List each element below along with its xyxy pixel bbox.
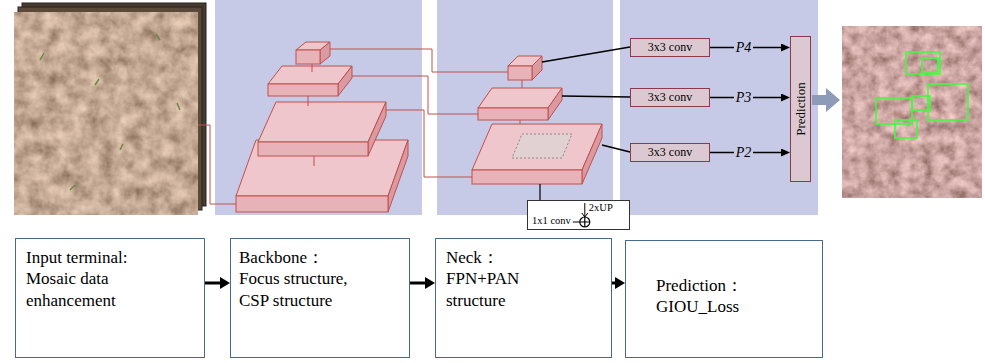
upsample-region	[512, 134, 572, 158]
node-text: 3x3 conv	[648, 91, 692, 104]
slab-front	[472, 170, 582, 184]
sprout-marks	[40, 34, 180, 190]
feature-label: P4	[734, 40, 754, 55]
backbone-pyramid	[236, 42, 408, 212]
node-text: 3x3 conv	[648, 41, 692, 54]
slab-side	[388, 140, 408, 212]
feed-line	[198, 125, 236, 204]
node-text: GIOU_Loss	[656, 296, 802, 317]
merge-arrow	[573, 222, 580, 223]
slab-side	[582, 124, 602, 184]
node-text: 1x1 conv	[532, 215, 571, 227]
detection-boxes	[876, 52, 968, 138]
node-text: Input terminal:	[26, 247, 184, 268]
node-text: FPN+PAN structure	[446, 268, 571, 311]
slab-front	[236, 196, 388, 212]
connector-arrow	[612, 282, 615, 285]
conv-box: 3x3 conv	[630, 88, 710, 107]
slab-top	[236, 140, 408, 196]
slab-top	[472, 124, 602, 170]
head-lines	[542, 47, 630, 152]
upsample-box: 1x1 conv 2xUP	[527, 200, 630, 230]
node-text: Mosaic data enhancement	[26, 268, 184, 311]
slab-front	[478, 108, 548, 120]
arrow-head	[582, 213, 588, 217]
add-symbol	[580, 217, 590, 227]
slab-front	[508, 66, 532, 80]
neck-panel	[437, 0, 613, 215]
detection-box	[906, 52, 940, 74]
slab-front	[258, 142, 368, 156]
slab-side	[532, 56, 542, 80]
stage-box: Prediction：GIOU_Loss	[625, 240, 823, 358]
slab-side	[338, 66, 352, 96]
flow-ticks	[308, 64, 314, 166]
prediction-panel	[620, 0, 818, 215]
node-text: Prediction：	[656, 275, 802, 296]
stage-box: Neck：FPN+PAN structure	[435, 238, 612, 358]
node-text: 3x3 conv	[648, 146, 692, 159]
output-image	[842, 26, 982, 198]
detection-box	[912, 96, 930, 110]
node-text: Backbone：	[239, 247, 369, 268]
connector-arrow	[205, 282, 220, 285]
node-text: 2xUP	[589, 202, 613, 214]
input-image	[14, 12, 198, 215]
upsample-arrow	[584, 203, 585, 217]
add-symbol	[580, 217, 590, 227]
node-text: Focus structure, CSP structure	[239, 268, 369, 311]
detection-box	[928, 84, 968, 120]
feature-label: P3	[734, 90, 754, 105]
slab-top	[258, 102, 386, 142]
upsample-line	[539, 184, 540, 200]
slab-side	[320, 42, 330, 64]
slab-top	[268, 66, 352, 84]
slab-side	[368, 102, 386, 156]
connector-arrow	[410, 282, 425, 285]
stage-box: Backbone：Focus structure, CSP structure	[230, 238, 410, 358]
output-arrow	[812, 88, 840, 112]
slab-front	[296, 50, 320, 64]
node-text: Prediction	[793, 82, 807, 135]
flow-ticks	[520, 80, 522, 124]
feature-label: P2	[734, 145, 754, 160]
slab-top	[478, 88, 562, 108]
detection-box	[895, 120, 917, 138]
stage-box: Input terminal:Mosaic data enhancement	[15, 238, 205, 358]
detection-box	[922, 58, 938, 72]
node-text: Neck：	[446, 247, 571, 268]
slab-side	[548, 88, 562, 120]
slab-front	[268, 84, 338, 96]
backbone-panel	[215, 0, 422, 215]
conv-box: 3x3 conv	[630, 38, 710, 57]
prediction-box: Prediction	[790, 36, 811, 182]
conv-box: 3x3 conv	[630, 143, 710, 162]
neck-pyramid	[472, 56, 602, 184]
